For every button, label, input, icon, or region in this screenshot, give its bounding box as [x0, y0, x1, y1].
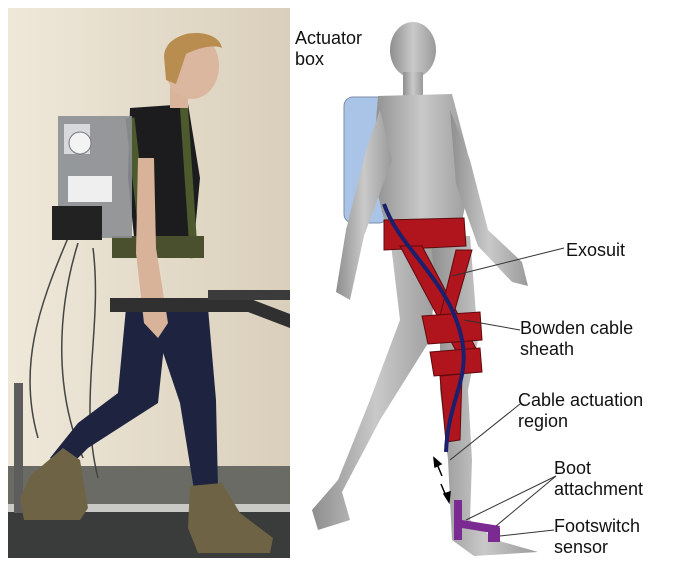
actuator-box-label-line2: box — [295, 49, 362, 70]
actuator-box-label: Actuator box — [295, 28, 362, 70]
cable-actuation-label-line2: region — [518, 411, 643, 432]
cable-actuation-label: Cable actuation region — [518, 390, 643, 432]
exosuit-label: Exosuit — [566, 240, 625, 261]
exosuit-label-line1: Exosuit — [566, 240, 625, 261]
boot-attachment-label-line2: attachment — [554, 479, 643, 500]
photo-panel — [8, 8, 290, 558]
boot-attachment-label-line1: Boot — [554, 458, 643, 479]
bowden-cable-label-line1: Bowden cable — [520, 318, 633, 339]
bowden-cable-label: Bowden cable sheath — [520, 318, 633, 360]
boot-attachment-label: Boot attachment — [554, 458, 643, 500]
walking-subject-photo — [8, 8, 290, 558]
render-panel: Actuator box Exosuit Bowden cable sheath… — [290, 0, 674, 562]
footswitch-label-line2: sensor — [554, 537, 640, 558]
footswitch-label: Footswitch sensor — [554, 516, 640, 558]
actuator-box-label-line1: Actuator — [295, 28, 362, 49]
footswitch-label-line1: Footswitch — [554, 516, 640, 537]
double-arrow-icon — [434, 458, 450, 502]
bowden-cable-label-line2: sheath — [520, 339, 633, 360]
cable-actuation-label-line1: Cable actuation — [518, 390, 643, 411]
